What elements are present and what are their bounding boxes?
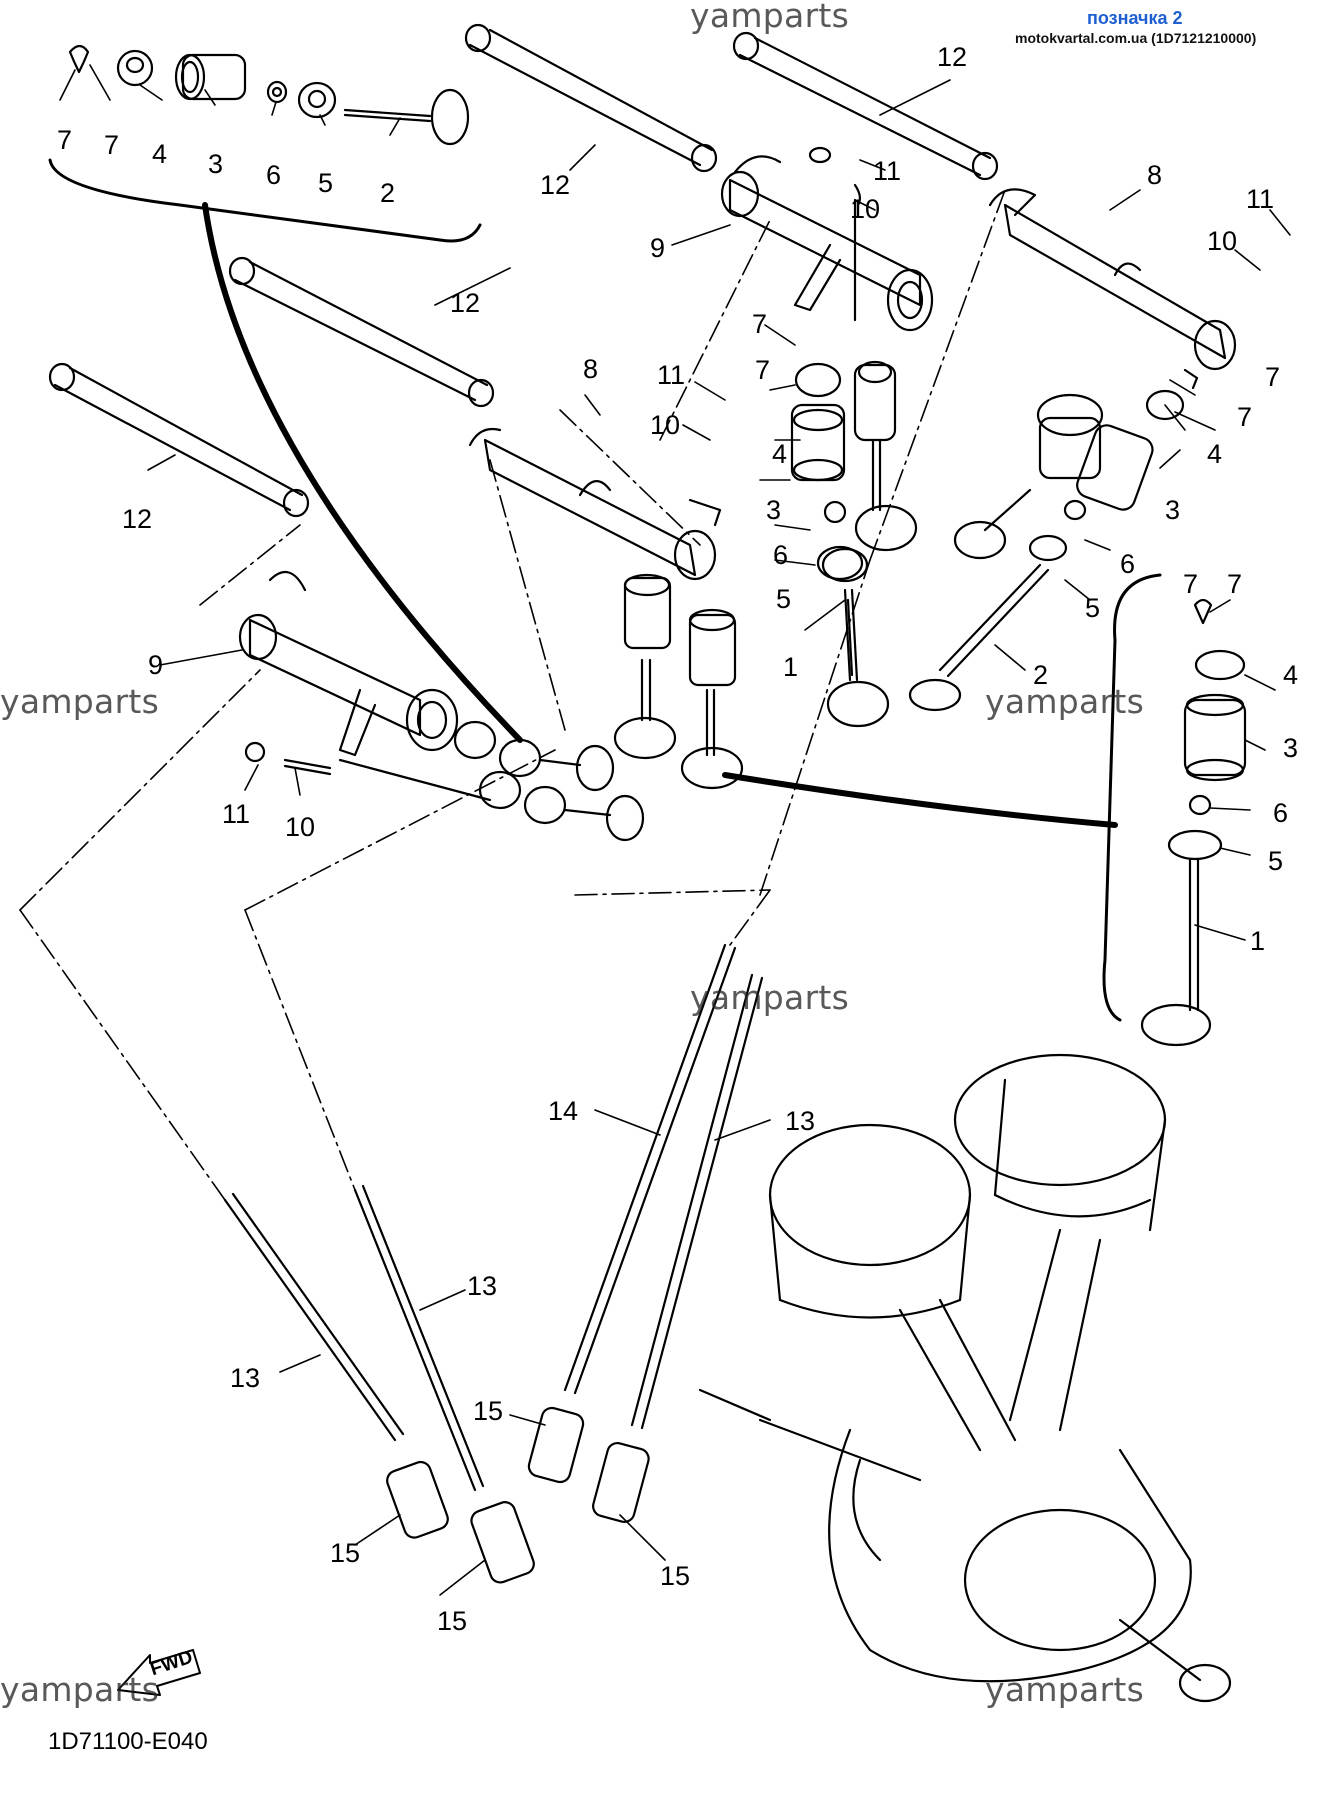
- callout: 10: [850, 194, 881, 224]
- callout: 5: [1085, 593, 1101, 623]
- callout: 4: [1207, 439, 1223, 469]
- watermark: yamparts: [690, 978, 850, 1017]
- callout: 5: [1268, 846, 1284, 876]
- callout: 4: [1283, 660, 1299, 690]
- callout: 15: [330, 1538, 361, 1568]
- diagram-code: 1D71100-E040: [48, 1728, 208, 1755]
- callout: 5: [318, 168, 334, 198]
- callout: 11: [1246, 184, 1275, 214]
- callout: 7: [752, 309, 768, 339]
- callout: 6: [1120, 549, 1136, 579]
- callout: 15: [660, 1561, 691, 1591]
- callout: 6: [266, 160, 282, 190]
- callout: 6: [1273, 798, 1289, 828]
- watermark: yamparts: [985, 682, 1145, 721]
- callout: 2: [380, 178, 396, 208]
- callout: 7: [755, 355, 771, 385]
- callout: 5: [776, 584, 792, 614]
- callout: 3: [208, 149, 224, 179]
- callout: 12: [937, 42, 968, 72]
- callout: 7: [1265, 362, 1281, 392]
- callout: 13: [785, 1106, 816, 1136]
- callout: 2: [1033, 660, 1049, 690]
- callout: 11: [873, 156, 902, 186]
- callout: 7: [104, 130, 120, 160]
- watermark: yamparts: [985, 1670, 1145, 1709]
- watermark: yamparts: [690, 0, 850, 35]
- callout: 9: [148, 650, 164, 680]
- callout: 7: [1183, 569, 1199, 599]
- callout: 3: [1283, 733, 1299, 763]
- callout: 1: [783, 652, 799, 682]
- callout: 6: [773, 540, 789, 570]
- callout: 7: [57, 125, 73, 155]
- callout: 14: [548, 1096, 579, 1126]
- callout: 13: [230, 1363, 261, 1393]
- callout: 8: [583, 354, 599, 384]
- callout: 7: [1227, 569, 1243, 599]
- callout: 12: [450, 288, 481, 318]
- callout: 15: [437, 1606, 468, 1636]
- callout: 10: [650, 410, 681, 440]
- callout: 10: [285, 812, 316, 842]
- site-label: motokvartal.com.ua (1D7121210000): [1015, 30, 1257, 46]
- callout: 4: [772, 439, 788, 469]
- callout: 9: [650, 233, 666, 263]
- callout: 4: [152, 139, 168, 169]
- callout: 11: [657, 360, 686, 390]
- callout: 8: [1147, 160, 1163, 190]
- watermark: yamparts: [0, 682, 160, 721]
- callout: 12: [540, 170, 571, 200]
- callout: 1: [1250, 926, 1266, 956]
- callout: 3: [766, 495, 782, 525]
- callout: 3: [1165, 495, 1181, 525]
- callout: 11: [222, 799, 251, 829]
- callout: 13: [467, 1271, 498, 1301]
- watermark: yamparts: [0, 1670, 160, 1709]
- callout: 7: [1237, 402, 1253, 432]
- callout: 10: [1207, 226, 1238, 256]
- sign-label: позначка 2: [1087, 8, 1183, 28]
- callout: 12: [122, 504, 153, 534]
- callout: 15: [473, 1396, 504, 1426]
